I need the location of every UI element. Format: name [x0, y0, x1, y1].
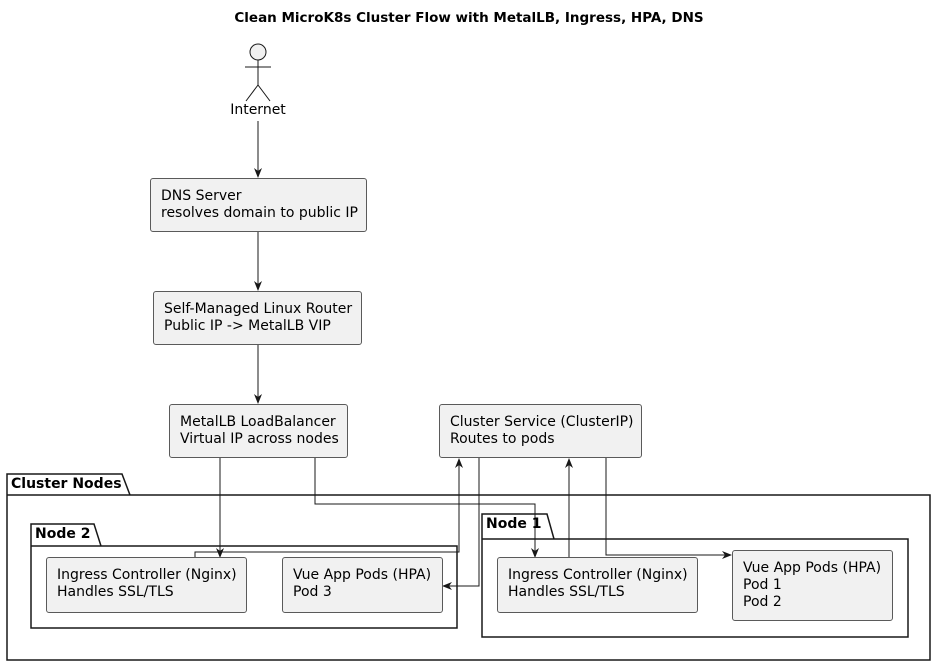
vue1-title: Vue App Pods (HPA) — [743, 560, 882, 576]
linux-router-box: Self-Managed Linux Router Public IP -> M… — [153, 291, 362, 345]
vue1-pod1: Pod 1 — [743, 577, 782, 593]
cluster-service-title: Cluster Service (ClusterIP) — [450, 414, 634, 430]
ingress1-title: Ingress Controller (Nginx) — [508, 567, 688, 583]
linux-router-title: Self-Managed Linux Router — [164, 301, 353, 317]
cluster-service-desc: Routes to pods — [450, 431, 555, 447]
ingress2-desc: Handles SSL/TLS — [57, 584, 174, 600]
dns-server-box: DNS Server resolves domain to public IP — [150, 178, 367, 232]
vue2-title: Vue App Pods (HPA) — [293, 567, 432, 583]
node1-label: Node 1 — [486, 516, 542, 532]
edge-metallb-ingress1 — [314, 458, 539, 558]
dns-server-desc: resolves domain to public IP — [161, 205, 358, 221]
internet-actor-label: Internet — [230, 102, 286, 118]
metallb-title: MetalLB LoadBalancer — [180, 414, 336, 430]
cluster-nodes-label: Cluster Nodes — [11, 476, 122, 492]
vue-app-pods-node2-box: Vue App Pods (HPA) Pod 3 — [282, 557, 443, 613]
metallb-desc: Virtual IP across nodes — [180, 431, 339, 447]
edge-service-vue2 — [442, 458, 480, 590]
node2-package — [30, 523, 458, 629]
diagram-title: Clean MicroK8s Cluster Flow with MetalLB… — [234, 10, 704, 26]
ingress-controller-node1-box: Ingress Controller (Nginx) Handles SSL/T… — [497, 557, 698, 613]
edge-service-vue1 — [605, 458, 732, 559]
vue-app-pods-node1-box: Vue App Pods (HPA) Pod 1 Pod 2 — [732, 550, 893, 621]
cluster-service-box: Cluster Service (ClusterIP) Routes to po… — [439, 404, 642, 458]
internet-actor — [245, 43, 271, 102]
vue1-pod2: Pod 2 — [743, 594, 782, 610]
node1-package — [481, 513, 909, 638]
ingress1-desc: Handles SSL/TLS — [508, 584, 625, 600]
cluster-nodes-package — [6, 473, 931, 661]
ingress-controller-node2-box: Ingress Controller (Nginx) Handles SSL/T… — [46, 557, 247, 613]
dns-server-title: DNS Server — [161, 188, 242, 204]
ingress2-title: Ingress Controller (Nginx) — [57, 567, 237, 583]
node2-label: Node 2 — [35, 526, 91, 542]
vue2-pod3: Pod 3 — [293, 584, 332, 600]
metallb-box: MetalLB LoadBalancer Virtual IP across n… — [169, 404, 348, 458]
edge-ingress2-service — [194, 458, 463, 557]
linux-router-desc: Public IP -> MetalLB VIP — [164, 318, 331, 334]
